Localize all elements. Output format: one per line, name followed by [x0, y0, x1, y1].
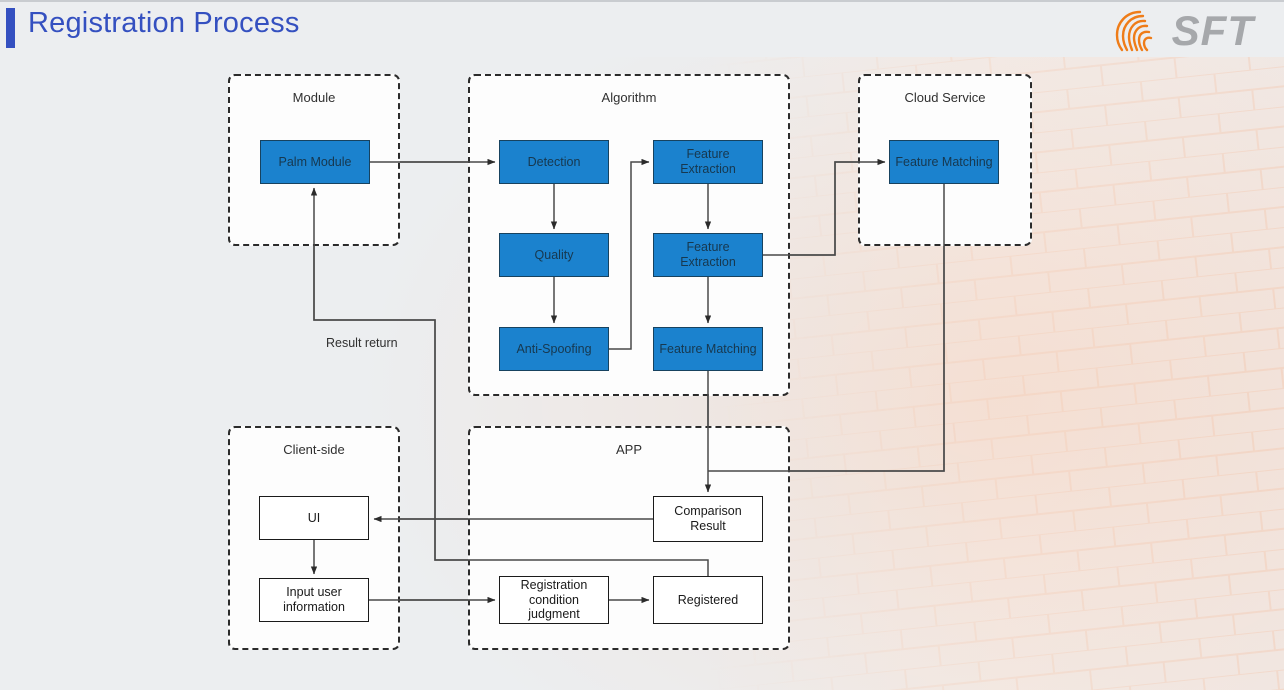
brand-logo: SFT: [1110, 6, 1254, 56]
group-label-app: APP: [615, 442, 642, 457]
node-label-palm-module: Palm Module: [278, 154, 352, 169]
node-label-comparison-result: Comparison Result: [674, 504, 742, 533]
node-quality[interactable]: Quality: [499, 233, 609, 277]
node-comparison-result[interactable]: Comparison Result: [653, 496, 763, 542]
group-label-client-side: Client-side: [283, 442, 345, 457]
overlay-cloud-to-comparison: [708, 184, 945, 472]
node-feature-matching-cloud[interactable]: Feature Matching: [889, 140, 999, 184]
node-feature-matching-algorithm[interactable]: Feature Matching: [653, 327, 763, 371]
group-label-cloud-service: Cloud Service: [904, 90, 986, 105]
node-label-input-user-information: Input user information: [283, 585, 345, 614]
node-registered[interactable]: Registered: [653, 576, 763, 624]
node-anti-spoofing[interactable]: Anti-Spoofing: [499, 327, 609, 371]
node-label-anti-spoofing: Anti-Spoofing: [516, 341, 592, 356]
node-input-user-information[interactable]: Input user information: [259, 578, 369, 622]
node-palm-module[interactable]: Palm Module: [260, 140, 370, 184]
node-label-feature-matching-cloud: Feature Matching: [895, 154, 993, 169]
node-feature-extraction-2[interactable]: Feature Extraction: [653, 233, 763, 277]
node-label-registered: Registered: [677, 592, 739, 607]
title-accent-bar: [6, 8, 15, 48]
node-label-registration-condition-judgment: Registration condition judgment: [520, 577, 588, 622]
node-registration-condition-judgment[interactable]: Registration condition judgment: [499, 576, 609, 624]
node-label-feature-extraction-1: Feature Extraction: [680, 147, 736, 176]
node-label-feature-matching-algorithm: Feature Matching: [659, 341, 757, 356]
overlay-registered-to-palm: [310, 187, 709, 576]
header-bar: Registration Process SFT: [0, 0, 1284, 57]
logo-text: SFT: [1171, 7, 1254, 54]
overlay-fe2-to-cloud: [763, 158, 886, 256]
group-label-module: Module: [292, 90, 336, 105]
group-label-algorithm: Algorithm: [601, 90, 657, 105]
node-ui[interactable]: UI: [259, 496, 369, 540]
edge-label-result-return: Result return: [326, 336, 398, 350]
fingerprint-icon: [1115, 10, 1152, 52]
page-title: Registration Process: [28, 7, 300, 39]
overlay-antispoofing-to-fe1: [609, 158, 650, 350]
node-feature-extraction-1[interactable]: Feature Extraction: [653, 140, 763, 184]
node-detection[interactable]: Detection: [499, 140, 609, 184]
node-label-quality: Quality: [534, 247, 574, 262]
node-label-detection: Detection: [527, 154, 581, 169]
node-label-feature-extraction-2: Feature Extraction: [680, 240, 736, 269]
node-label-ui: UI: [307, 510, 321, 525]
